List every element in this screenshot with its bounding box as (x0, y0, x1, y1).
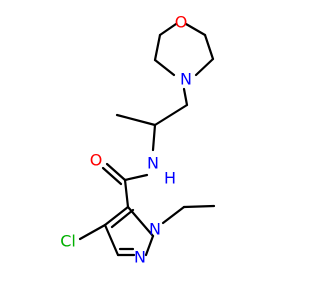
bond (101, 166, 123, 186)
bond (123, 178, 130, 209)
nitrogen-label-amide: N (147, 154, 159, 173)
amide-group (101, 162, 149, 209)
bond (184, 22, 207, 37)
ethyl-group (161, 204, 216, 225)
bond (105, 162, 127, 182)
bond (161, 205, 186, 225)
bond (78, 223, 107, 241)
hydrogen-label-amide: H (164, 169, 176, 188)
nitrogen-label-morpholine: N (180, 70, 192, 89)
molecule-canvas: O N N H O Cl N N (60, 13, 216, 267)
oxygen-label-morpholine: O (175, 13, 188, 32)
chlorine-label: Cl (60, 232, 76, 251)
bond (115, 113, 157, 127)
nitrogen-label-pyrazole-n1: N (149, 220, 161, 239)
bond (194, 57, 215, 77)
bond (123, 173, 149, 182)
bond (110, 208, 135, 229)
oxygen-label-carbonyl: O (90, 151, 103, 170)
bond (103, 205, 130, 227)
bond (153, 58, 176, 77)
propyl-linker (115, 87, 189, 152)
morpholine-ring (153, 22, 215, 77)
bond (126, 205, 155, 238)
bond (182, 204, 216, 209)
nitrogen-label-pyrazole-n2: N (134, 248, 146, 267)
bond (151, 123, 157, 152)
bond (153, 103, 189, 127)
molecule-structure: O N N H O Cl N N (60, 13, 216, 267)
bond (203, 33, 215, 61)
bond (153, 33, 162, 62)
bond (182, 87, 189, 107)
bond (144, 234, 155, 257)
pyrazole-ring (78, 205, 155, 257)
bond (158, 22, 178, 37)
bond (103, 223, 120, 257)
